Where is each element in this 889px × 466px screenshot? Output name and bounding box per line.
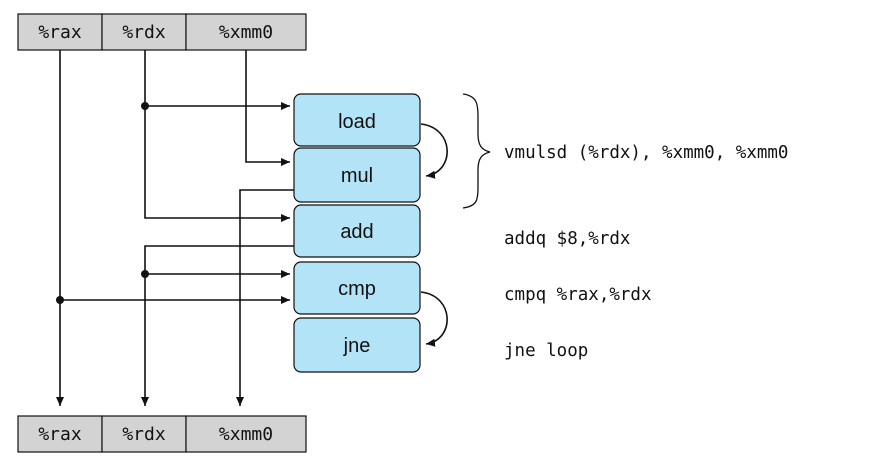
instruction-cmpq: cmpq %rax,%rdx bbox=[504, 285, 652, 305]
op-box-add bbox=[293, 204, 421, 258]
op-box-load bbox=[293, 93, 421, 147]
register-label-xmm0-bottom: %xmm0 bbox=[219, 424, 273, 445]
register-label-rdx-bottom: %rdx bbox=[122, 424, 166, 445]
junction-dot bbox=[141, 270, 149, 278]
mul-to-xmm0-line bbox=[236, 189, 294, 406]
xmm0-to-mul-arrow bbox=[245, 50, 290, 166]
operation-boxes: load mul add cmp jne bbox=[293, 93, 421, 373]
junction-dot bbox=[56, 296, 64, 304]
op-label-cmp: cmp bbox=[338, 278, 376, 300]
top-register-bar: %rax %rdx %xmm0 bbox=[17, 13, 307, 51]
instruction-list: vmulsd (%rdx), %xmm0, %xmm0 addq $8,%rdx… bbox=[504, 143, 788, 361]
op-label-add: add bbox=[340, 221, 373, 243]
register-box-xmm0-top bbox=[185, 13, 307, 51]
register-label-xmm0-top: %xmm0 bbox=[219, 22, 273, 43]
instruction-addq: addq $8,%rdx bbox=[504, 229, 630, 249]
load-to-mul-arrow bbox=[420, 123, 448, 179]
register-box-rax-top bbox=[17, 13, 103, 51]
register-label-rax-top: %rax bbox=[38, 22, 82, 43]
op-label-jne: jne bbox=[343, 335, 371, 357]
register-box-xmm0-bottom bbox=[185, 415, 307, 453]
junction-dots bbox=[56, 102, 149, 304]
op-label-mul: mul bbox=[341, 165, 373, 187]
op-box-jne bbox=[293, 317, 421, 373]
register-box-rdx-bottom bbox=[101, 415, 187, 453]
register-box-rdx-top bbox=[101, 13, 187, 51]
op-box-cmp bbox=[293, 261, 421, 315]
cmp-to-jne-arrow bbox=[420, 291, 448, 347]
register-label-rdx-top: %rdx bbox=[122, 22, 166, 43]
bottom-register-bar: %rax %rdx %xmm0 bbox=[17, 415, 307, 453]
instruction-jne: jne loop bbox=[504, 341, 588, 361]
op-box-mul bbox=[293, 147, 421, 203]
instruction-vmulsd: vmulsd (%rdx), %xmm0, %xmm0 bbox=[504, 143, 788, 163]
register-label-rax-bottom: %rax bbox=[38, 424, 82, 445]
add-to-rdx-line bbox=[141, 245, 294, 406]
junction-dot bbox=[141, 102, 149, 110]
rdx-to-add-arrow bbox=[144, 50, 290, 222]
flow-lines bbox=[56, 50, 448, 406]
op-label-load: load bbox=[338, 111, 376, 133]
instruction-brace bbox=[462, 93, 491, 209]
